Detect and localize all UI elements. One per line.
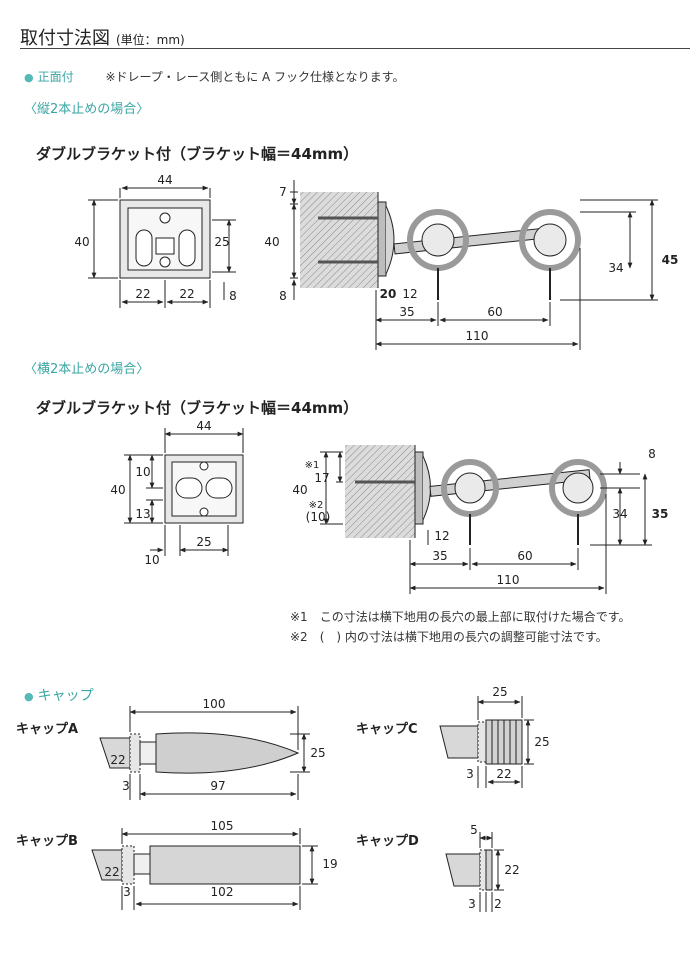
front-bullet-row: ●正面付 ※ドレープ・レース側ともに A フック仕様となります。 [24,68,404,85]
cap-a-drawing [99,706,310,800]
vs-34-label: 34 [608,261,623,275]
vf-height-label: 40 [74,235,89,249]
vs-45-label: 45 [662,253,679,267]
hs-17-label: 17 [314,471,329,485]
cap-c-total-label: 25 [492,685,507,699]
cap-b-drawing [91,828,318,910]
caps-bullet-row: ●キャップ [24,685,94,705]
title-text: 取付寸法図 [20,28,110,49]
hs-12-label: 12 [434,529,449,543]
cap-d-3-label: 3 [468,897,476,911]
hs-height-label: 40 [292,483,307,497]
horizontal-heading: ダブルブラケット付（ブラケット幅＝44mm） [36,399,359,417]
bullet-dot-icon: ● [24,71,34,84]
vertical-front-view [88,185,236,308]
cap-a-22-label: 22 [110,753,125,767]
vf-inner-label: 25 [214,235,229,249]
cap-c-drawing [439,696,534,788]
cap-a-25-label: 25 [310,746,325,760]
horizontal-sub-label: 〈横2本止めの場合〉 [24,362,150,377]
hs-35-label: 35 [432,549,447,563]
hs-110-label: 110 [497,573,520,587]
cap-c-3-label: 3 [466,767,474,781]
vs-110-label: 110 [466,329,489,343]
vs-top-label: 7 [279,185,287,199]
hf-inner-label: 25 [196,535,211,549]
cap-b-22-label: 22 [104,865,119,879]
hs-8-label: 8 [648,447,656,461]
vs-height-label: 40 [264,235,279,249]
cap-c-label: キャップC [356,722,418,737]
front-note: ※ドレープ・レース側ともに A フック仕様となります。 [105,70,405,84]
cap-b-102-label: 102 [211,885,234,899]
cap-b-label: キャップB [16,834,78,849]
horizontal-side-view [320,445,652,594]
vf-bottom-label: 8 [229,289,237,303]
cap-d-5-label: 5 [470,823,478,837]
cap-a-97-label: 97 [210,779,225,793]
vertical-heading: ダブルブラケット付（ブラケット幅＝44mm） [36,145,359,163]
vertical-sub-label: 〈縦2本止めの場合〉 [24,102,150,117]
vs-60-label: 60 [487,305,502,319]
cap-b-3-label: 3 [123,885,131,899]
hf-width-label: 44 [196,419,211,433]
hf-top-label: 10 [135,465,150,479]
cap-a-3-label: 3 [122,779,130,793]
vf-left-label: 22 [135,287,150,301]
hs-34-label: 34 [612,507,627,521]
vf-right-label: 22 [179,287,194,301]
page-title: 取付寸法図 (単位：mm) [20,24,185,50]
cap-d-drawing [445,832,504,912]
cap-b-total-label: 105 [211,819,234,833]
vertical-side-view [290,180,658,350]
cap-c-25-label: 25 [534,735,549,749]
vf-width-label: 44 [157,173,172,187]
vs-12-label: 12 [402,287,417,301]
hs-60-label: 60 [517,549,532,563]
cap-a-total-label: 100 [203,697,226,711]
bullet-dot-icon: ● [24,690,34,703]
title-divider [20,48,690,49]
front-label: 正面付 [37,70,74,84]
cap-c-22-label: 22 [496,767,511,781]
cap-d-22-label: 22 [504,863,519,877]
cap-d-label: キャップD [356,834,419,849]
unit-label: (単位：mm) [116,33,185,47]
vs-20-label: 20 [380,287,397,301]
cap-d-2-label: 2 [494,897,502,911]
caps-label: キャップ [37,688,94,704]
cap-a-label: キャップA [16,722,79,737]
hf-left-label: 10 [144,553,159,567]
hs-mark2-label: ※2 [309,500,324,511]
hf-height-label: 40 [110,483,125,497]
horizontal-front-view [124,428,244,556]
vs-bottom-label: 8 [279,289,287,303]
vs-35-label: 35 [399,305,414,319]
hs-mark1-label: ※1 [305,460,320,471]
hf-bottom-label: 13 [135,507,150,521]
note-2: ※2 ( ) 内の寸法は横下地用の長穴の調整可能寸法です。 [290,630,608,644]
note-1: ※1 この寸法は横下地用の長穴の最上部に取付けた場合です。 [290,610,631,624]
hs-35b-label: 35 [652,507,669,521]
hs-10p-label: (10) [306,510,331,524]
cap-b-19-label: 19 [322,857,337,871]
